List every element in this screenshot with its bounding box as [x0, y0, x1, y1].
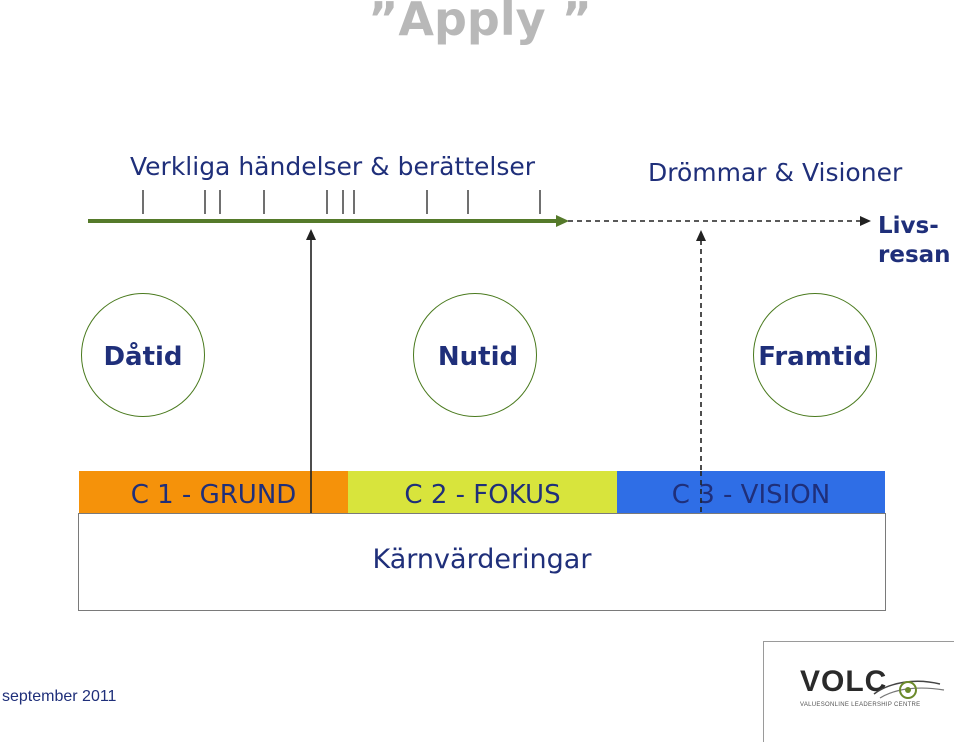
present-divider-arrow-up [306, 229, 316, 240]
volc-logo-subtitle: VALUESONLINE LEADERSHIP CENTRE [800, 702, 921, 708]
core-values-label: Kärnvärderingar [372, 544, 592, 575]
life-journey-label-line2: resan [878, 242, 951, 268]
past-circle [81, 293, 205, 417]
present-circle [413, 293, 537, 417]
logo-frame [763, 641, 954, 742]
future-circle-label: Framtid [758, 342, 872, 372]
present-circle-label: Nutid [437, 342, 519, 372]
past-timeline-arrowhead [556, 215, 569, 227]
past-circle-label: Dåtid [103, 342, 183, 372]
band-c3-vision: C 3 - VISION [617, 471, 885, 513]
future-divider-arrow-up [696, 230, 706, 241]
life-journey-label: Livs- resan [878, 212, 951, 270]
life-journey-label-line1: Livs- [878, 213, 939, 239]
band-c2-fokus: C 2 - FOKUS [348, 471, 617, 513]
past-events-label: Verkliga händelser & berättelser [130, 152, 536, 181]
future-dreams-label: Drömmar & Visioner [648, 158, 903, 187]
band-c1-grund: C 1 - GRUND [79, 471, 348, 513]
future-timeline-arrowhead [860, 216, 871, 226]
footer-date: september 2011 [2, 688, 117, 705]
volc-logo-text: VOLC [800, 665, 888, 698]
future-circle [753, 293, 877, 417]
volc-logo-icon [873, 680, 945, 699]
page-title: ”Apply ” [368, 0, 592, 46]
event-ticks [142, 190, 541, 214]
core-values-box [78, 513, 886, 611]
